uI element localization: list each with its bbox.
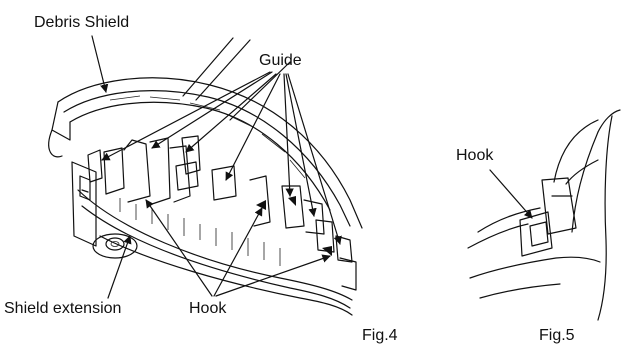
caption-fig4: Fig.4 [362,327,398,344]
fig5-illustration [467,109,621,321]
fig4-illustration [48,35,363,316]
fig4-hooks [87,135,357,291]
label-guide: Guide [259,52,302,69]
label-hook-fig4: Hook [189,300,227,317]
label-debris-shield: Debris Shield [34,14,130,31]
caption-fig5: Fig.5 [539,327,575,344]
label-shield-extension: Shield extension [4,300,122,317]
label-hook-fig5: Hook [456,147,494,164]
